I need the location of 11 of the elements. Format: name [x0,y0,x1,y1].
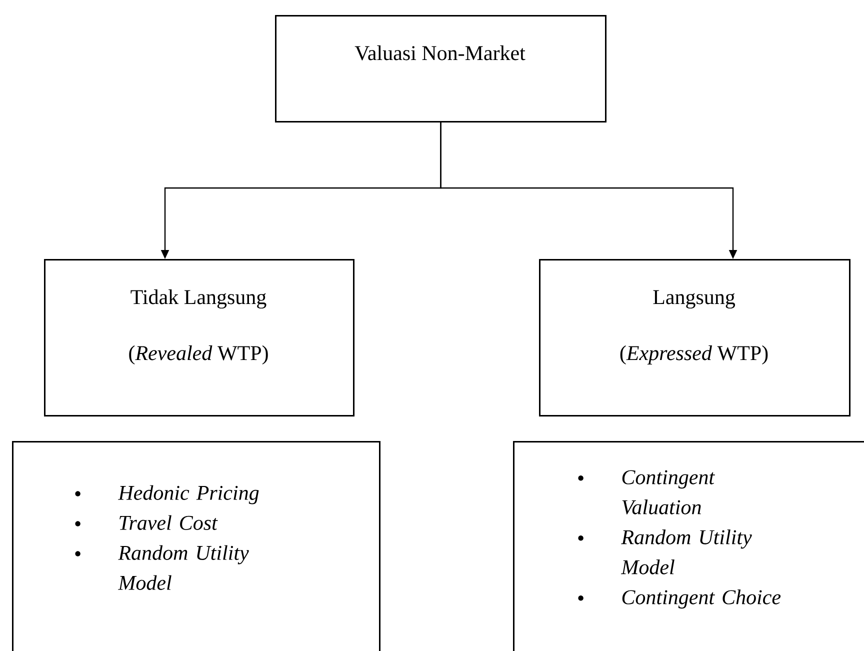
list-item: Contingent Choice [622,590,781,609]
method-box: Valuasi Non-Market [275,15,606,122]
method-box: Tidak Langsung (Revealed WTP) [44,259,354,416]
list-item: Travel Cost [120,515,218,530]
list-item: Random Utility Model [620,530,752,574]
list-item: Hedonic Pricing [118,485,259,504]
list-box [513,441,864,651]
method-box: Langsung (Expressed WTP) [539,259,850,416]
list-box [12,441,380,651]
list-item: Random Utility Model [118,545,249,590]
list-item: Contingent Valuation [622,470,715,514]
